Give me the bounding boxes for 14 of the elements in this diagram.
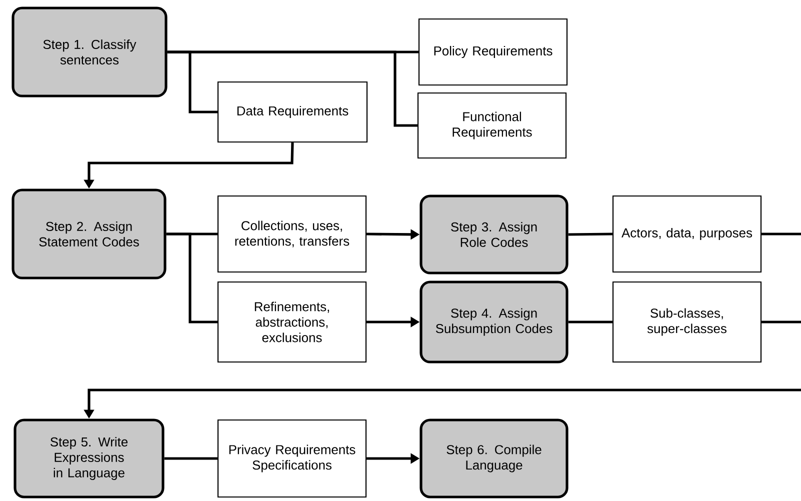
step-box: Step 3. Assign Role Codes: [420, 194, 568, 274]
step-box: Step 6. Compile Language: [420, 418, 568, 498]
requirement-box: Data Requirements: [217, 81, 368, 143]
requirement-box: Actors, data, purposes: [612, 195, 762, 273]
requirement-box: Refinements, abstractions, exclusions: [217, 281, 367, 363]
requirement-box: Sub-classes, super-classes: [612, 281, 762, 363]
step-box: Step 2. Assign Statement Codes: [12, 188, 166, 280]
step-box: Step 1. Classify sentences: [12, 6, 168, 98]
requirement-box: Collections, uses, retentions, transfers: [217, 195, 367, 273]
requirement-box: Policy Requirements: [418, 18, 568, 86]
step-box: Step 5. Write Expressions in Language: [14, 418, 164, 498]
step-box: Step 4. Assign Subsumption Codes: [420, 280, 568, 364]
requirement-box: Privacy Requirements Specifications: [217, 419, 367, 498]
requirement-box: Functional Requirements: [417, 92, 567, 159]
